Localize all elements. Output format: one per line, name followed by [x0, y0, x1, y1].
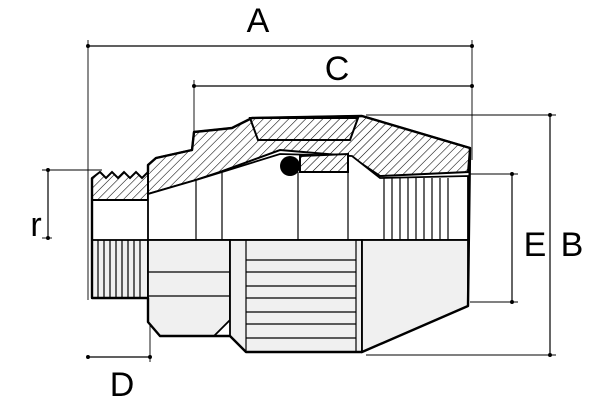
dimension-d: D — [86, 300, 152, 404]
exterior-view — [91, 239, 469, 354]
label-e: E — [524, 226, 547, 264]
inner-thread — [383, 178, 449, 240]
nut-ribs — [245, 240, 357, 352]
fitting-body — [90, 114, 472, 354]
dimension-c: C — [192, 50, 474, 132]
label-b: B — [561, 226, 584, 264]
section-view — [91, 114, 472, 241]
label-r: r — [30, 206, 41, 244]
dimension-a: A — [86, 2, 474, 300]
label-c: C — [325, 50, 350, 88]
dimension-r: r — [30, 168, 102, 244]
label-d: D — [110, 366, 135, 404]
male-thread — [97, 240, 141, 298]
dimension-e: E — [470, 172, 547, 304]
dimension-b: B — [366, 113, 584, 357]
label-a: A — [247, 2, 270, 40]
